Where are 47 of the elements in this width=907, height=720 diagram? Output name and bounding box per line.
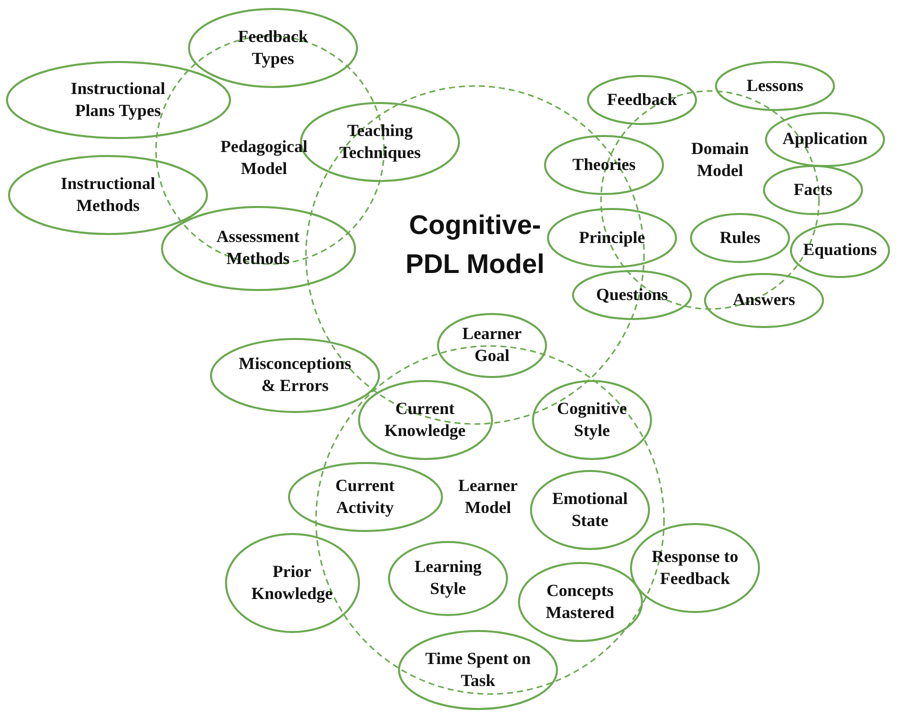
node-label: Instructional Methods xyxy=(60,172,156,217)
node-label: Equations xyxy=(803,238,877,261)
ellipse-node xyxy=(587,75,697,125)
node-label: Current Activity xyxy=(334,474,396,519)
node-label: Emotional State xyxy=(551,488,629,532)
ellipse-node xyxy=(160,206,356,290)
node-label: Rules xyxy=(720,226,760,249)
node-label: Misconceptions & Errors xyxy=(238,352,352,397)
node-label: Feedback xyxy=(607,88,677,111)
ellipse-node xyxy=(6,61,230,139)
model-title: Learner Model xyxy=(457,474,519,519)
ellipse-node xyxy=(8,155,208,235)
ellipse-node xyxy=(288,462,442,532)
ellipse-node xyxy=(188,8,358,88)
node-label: Answers xyxy=(732,288,796,311)
node-label: Learning Style xyxy=(413,556,483,600)
ellipse-node xyxy=(630,523,760,613)
node-label: Theories xyxy=(572,154,636,176)
ellipse-node xyxy=(765,112,885,166)
node-label: Learner Goal xyxy=(461,322,523,367)
node-label: Feedback Types xyxy=(237,26,309,70)
ellipse-node xyxy=(530,470,650,550)
node-label: Instructional Plans Types xyxy=(70,78,166,122)
ellipse-node xyxy=(704,272,824,328)
node-label: Current Knowledge xyxy=(383,398,467,442)
ellipse-node xyxy=(715,61,835,111)
ellipse-node xyxy=(388,540,508,616)
node-label: Prior Knowledge xyxy=(250,560,334,605)
node-label: Time Spent on Task xyxy=(424,648,532,692)
ellipse-node xyxy=(210,338,380,412)
node-label: Facts xyxy=(794,178,832,201)
node-label: Concepts Mastered xyxy=(544,580,616,624)
ellipse-node xyxy=(398,630,558,710)
node-label: Response to Feedback xyxy=(650,546,740,590)
node-label: Teaching Techniques xyxy=(338,120,422,164)
model-title: Domain Model xyxy=(690,138,750,182)
model-title: Cognitive-PDL Model xyxy=(404,208,546,281)
ellipse-node xyxy=(547,208,677,268)
ellipse-node xyxy=(790,222,890,278)
node-label: Lessons xyxy=(746,74,804,97)
ellipse-node xyxy=(224,533,360,633)
node-label: Principle xyxy=(578,226,646,249)
ellipse-node xyxy=(690,213,790,263)
node-label: Cognitive Style xyxy=(556,398,628,442)
ellipse-node xyxy=(763,165,863,215)
ellipse-node xyxy=(544,135,664,195)
node-label: Application xyxy=(782,128,868,150)
